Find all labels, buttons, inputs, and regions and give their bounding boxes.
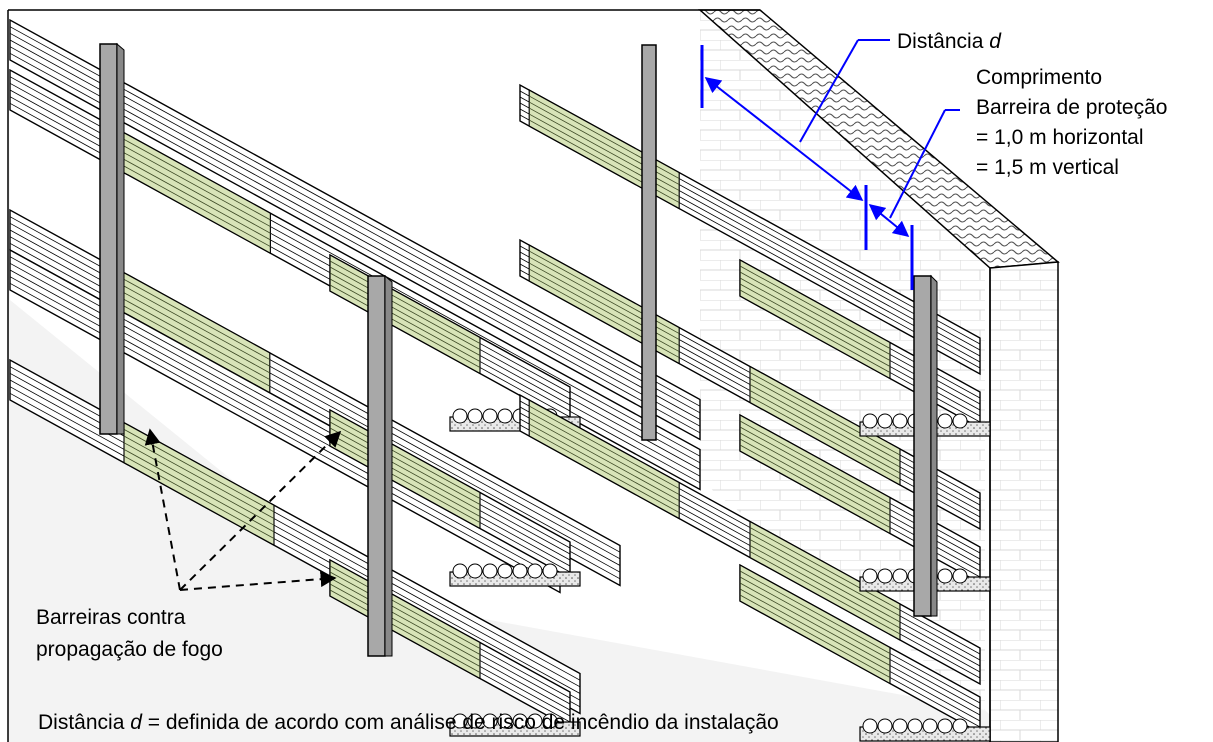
wall-end-face	[989, 261, 1059, 742]
tray-right-1	[519, 83, 981, 376]
distance-d-arrow	[704, 77, 864, 201]
pointer-to-middle-barrier	[179, 430, 342, 591]
annotation-labels: Distância d Comprimento Barreira de prot…	[36, 30, 1167, 734]
support-post-back	[641, 44, 657, 441]
barrier-length-line3: = 1,0 m horizontal	[976, 126, 1144, 149]
distance-d-leader	[799, 39, 859, 143]
tray-right-2	[519, 238, 981, 531]
footer-note: Distância d = definida de acordo com aná…	[38, 711, 779, 734]
support-post-right	[913, 275, 932, 617]
barrier-length-arrow	[868, 203, 910, 238]
barrier-length-line4: = 1,5 m vertical	[976, 156, 1119, 179]
pointer-to-lower-barrier	[179, 571, 337, 591]
tray-right-4	[519, 393, 981, 686]
support-post-left	[99, 43, 118, 435]
dimension-lines	[700, 39, 960, 290]
barrier-length-line1: Comprimento	[976, 66, 1102, 89]
vertical-supports	[99, 42, 938, 657]
barrier-length-leader	[889, 109, 946, 219]
barriers-label-line1: Barreiras contra	[36, 606, 186, 629]
support-post-middle	[367, 275, 386, 657]
barrier-length-line2: Barreira de proteção	[976, 96, 1167, 119]
tray-top-left-1	[9, 18, 701, 441]
distance-d-label: Distância d	[897, 30, 1002, 53]
barrier-pointers	[144, 428, 342, 591]
tray-right-6	[739, 563, 991, 742]
barriers-label-line2: propagação de fogo	[36, 638, 223, 661]
